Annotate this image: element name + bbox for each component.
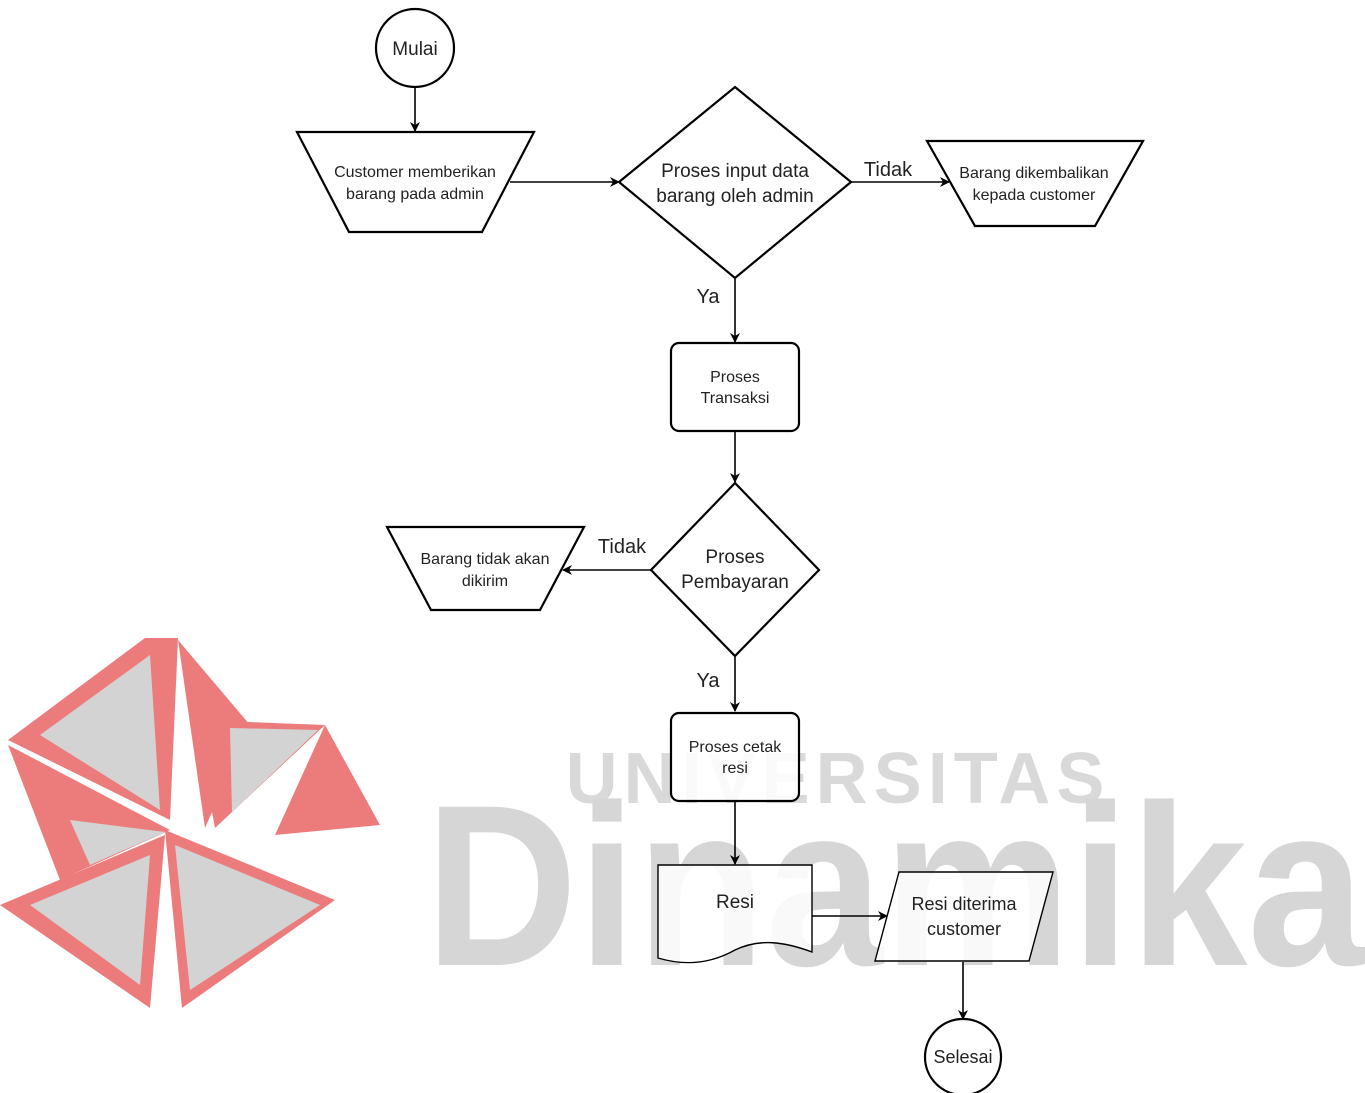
watermark-logo <box>0 638 380 1008</box>
node-end: Selesai <box>923 1017 1003 1093</box>
node-customer-input: Customer memberikan barang pada admin <box>295 130 536 234</box>
edge-label-ya-1: Ya <box>697 286 721 308</box>
node-receipt-received-line2: customer <box>927 919 1001 939</box>
node-start: Mulai <box>374 7 456 89</box>
node-customer-input-line1: Customer memberikan <box>334 164 496 181</box>
node-returned-line1: Barang dikembalikan <box>959 165 1108 182</box>
node-print-receipt: Proses cetak resi <box>669 711 801 803</box>
node-transaction: Proses Transaksi <box>669 341 801 433</box>
node-print-receipt-line2: resi <box>722 760 748 777</box>
node-decision-input-line1: Proses input data <box>661 161 809 182</box>
node-receipt-received: Resi diterima customer <box>874 871 1054 962</box>
node-transaction-line2: Transaksi <box>701 390 770 407</box>
edge-label-tidak-2: Tidak <box>598 536 647 558</box>
edge-label-ya-2: Ya <box>697 670 721 692</box>
node-decision-input: Proses input data barang oleh admin <box>617 85 853 280</box>
edges <box>410 88 968 1020</box>
node-end-label: Selesai <box>933 1047 992 1067</box>
node-returned-line2: kepada customer <box>973 187 1096 204</box>
watermark-universitas: UNIVERSITAS <box>566 739 1111 819</box>
edge-label-tidak-1: Tidak <box>864 159 913 181</box>
node-print-receipt-line1: Proses cetak <box>689 739 782 756</box>
node-decision-input-line2: barang oleh admin <box>656 186 813 207</box>
node-returned: Barang dikembalikan kepada customer <box>925 139 1145 228</box>
node-start-label: Mulai <box>392 39 437 60</box>
node-transaction-line1: Proses <box>710 369 760 386</box>
node-receipt-document: Resi <box>657 864 813 964</box>
node-decision-payment-line2: Pembayaran <box>681 572 789 593</box>
node-not-sent-line1: Barang tidak akan <box>421 551 550 568</box>
node-receipt-document-label: Resi <box>716 892 754 913</box>
node-not-sent: Barang tidak akan dikirim <box>385 525 586 612</box>
node-receipt-received-line1: Resi diterima <box>911 894 1017 914</box>
node-not-sent-line2: dikirim <box>462 573 508 590</box>
node-decision-payment: Proses Pembayaran <box>649 481 821 658</box>
node-decision-payment-line1: Proses <box>705 547 764 568</box>
node-customer-input-line2: barang pada admin <box>346 186 484 203</box>
watermark-text: UNIVERSITAS Dinamika <box>425 739 1365 1014</box>
